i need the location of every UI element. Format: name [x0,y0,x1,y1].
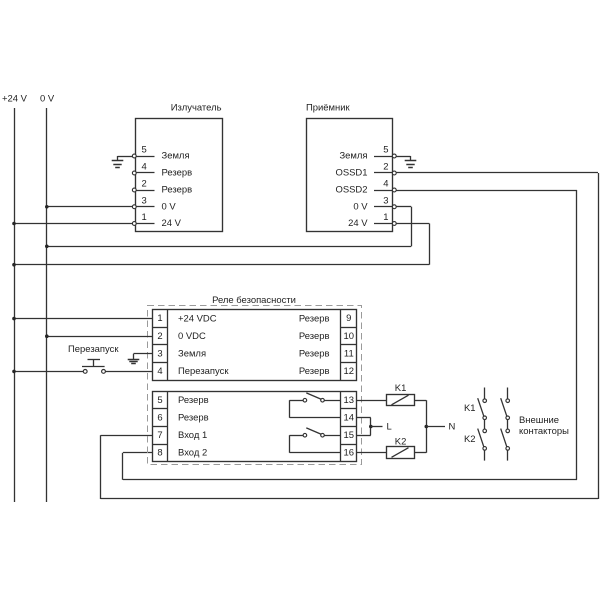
svg-text:4: 4 [142,162,147,173]
svg-text:5: 5 [157,395,162,406]
svg-text:N: N [449,421,456,432]
svg-text:Перезапуск: Перезапуск [178,366,229,377]
svg-text:K1: K1 [395,383,407,394]
svg-text:3: 3 [157,348,162,359]
svg-text:14: 14 [344,412,355,423]
svg-text:0 V: 0 V [162,201,177,212]
svg-text:5: 5 [383,145,388,156]
svg-text:7: 7 [157,430,162,441]
svg-text:2: 2 [142,179,147,190]
svg-text:Резерв: Резерв [162,185,193,196]
svg-text:12: 12 [344,366,355,377]
svg-text:K1: K1 [464,403,476,414]
svg-text:Перезапуск: Перезапуск [68,344,119,355]
svg-text:5: 5 [142,145,147,156]
svg-text:Резерв: Резерв [299,366,330,377]
svg-text:1: 1 [142,212,147,223]
svg-text:10: 10 [344,331,355,342]
svg-text:4: 4 [383,179,388,190]
svg-text:OSSD2: OSSD2 [336,185,368,196]
svg-text:K2: K2 [464,434,476,445]
svg-text:24 V: 24 V [162,218,182,229]
svg-text:L: L [387,421,392,432]
svg-text:OSSD1: OSSD1 [336,168,368,179]
svg-text:+24 V: +24 V [2,94,28,105]
svg-text:0 V: 0 V [40,94,55,105]
svg-text:1: 1 [157,313,162,324]
svg-text:16: 16 [344,447,355,458]
svg-text:Внешние: Внешние [519,415,559,426]
svg-text:9: 9 [346,313,351,324]
svg-text:Резерв: Резерв [178,412,209,423]
svg-text:Реле безопасности: Реле безопасности [212,295,296,306]
svg-text:Резерв: Резерв [299,331,330,342]
svg-text:Приёмник: Приёмник [306,102,351,113]
svg-text:K2: K2 [395,436,407,447]
svg-text:0 VDC: 0 VDC [178,331,206,342]
svg-text:Резерв: Резерв [299,313,330,324]
svg-text:1: 1 [383,212,388,223]
svg-text:24 V: 24 V [348,218,368,229]
svg-text:Вход 1: Вход 1 [178,430,207,441]
svg-text:Резерв: Резерв [178,395,209,406]
svg-text:Земля: Земля [178,349,206,360]
svg-text:Резерв: Резерв [162,168,193,179]
svg-text:8: 8 [157,447,162,458]
svg-text:Земля: Земля [162,151,190,162]
svg-text:контакторы: контакторы [519,426,569,437]
svg-text:15: 15 [344,430,355,441]
svg-text:Вход 2: Вход 2 [178,447,207,458]
svg-text:Резерв: Резерв [299,349,330,360]
svg-text:0 V: 0 V [353,201,368,212]
svg-text:2: 2 [383,162,388,173]
svg-text:Земля: Земля [339,151,367,162]
svg-text:13: 13 [344,395,355,406]
svg-text:+24 VDC: +24 VDC [178,313,217,324]
svg-text:3: 3 [383,195,388,206]
svg-text:3: 3 [142,195,147,206]
svg-text:Излучатель: Излучатель [171,102,222,113]
svg-text:6: 6 [157,412,162,423]
svg-text:11: 11 [344,348,354,359]
svg-text:2: 2 [157,331,162,342]
svg-text:4: 4 [157,366,162,377]
